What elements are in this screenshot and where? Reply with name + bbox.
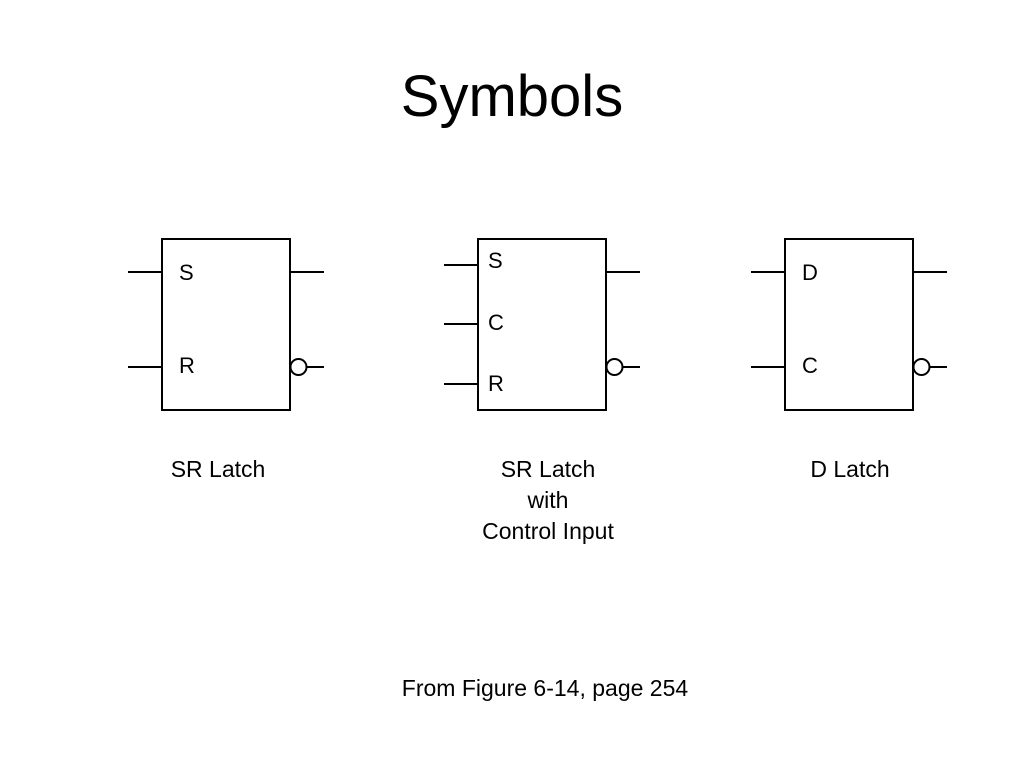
- sr-latch-control-symbol: [444, 238, 640, 411]
- sr-latch-body: [161, 238, 291, 411]
- sr-latch-control-pin-s: S: [488, 248, 503, 273]
- sr-latch-control-caption: SR Latch with Control Input: [448, 454, 648, 547]
- slide-title: Symbols: [400, 64, 624, 129]
- d-latch-pin-d: D: [802, 260, 818, 285]
- sr-latch-control-pin-c: C: [488, 310, 504, 335]
- d-latch-caption: D Latch: [750, 454, 950, 485]
- d-latch-pin-c: C: [802, 353, 818, 378]
- figure-source-note: From Figure 6-14, page 254: [401, 675, 689, 701]
- d-latch-caption-line: D Latch: [810, 456, 890, 482]
- sr-latch-pin-r: R: [179, 353, 195, 378]
- sr-latch-caption: SR Latch: [118, 454, 318, 485]
- sr-latch-output-inverter-bubble: [289, 358, 308, 376]
- sr-latch-control-pin-r: R: [488, 371, 504, 396]
- sr-latch-control-caption-line-3: Control Input: [482, 518, 614, 544]
- d-latch-body: [784, 238, 914, 411]
- sr-latch-control-output-inverter-bubble: [605, 358, 624, 376]
- sr-latch-caption-line: SR Latch: [170, 456, 266, 482]
- sr-latch-control-caption-line-2: with: [527, 487, 569, 513]
- sr-latch-control-caption-line-1: SR Latch: [500, 456, 596, 482]
- d-latch-output-inverter-bubble: [912, 358, 931, 376]
- sr-latch-symbol: [128, 238, 324, 411]
- sr-latch-pin-s: S: [179, 260, 194, 285]
- d-latch-symbol: [751, 238, 947, 411]
